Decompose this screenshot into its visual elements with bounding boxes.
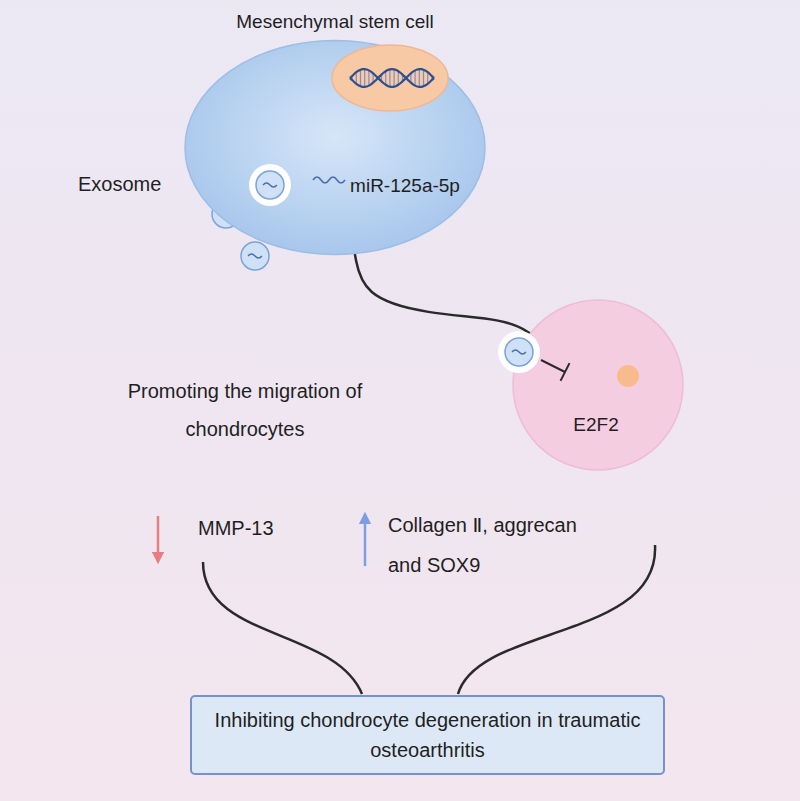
cell-membrane [513, 300, 683, 470]
exosome-membrane [505, 338, 533, 366]
process-note: Promoting the migration of chondrocytes [110, 372, 380, 448]
increase-arrow [364, 518, 367, 566]
exosome [249, 164, 291, 206]
exosome-ring [249, 164, 291, 206]
dna-rung [364, 69, 365, 87]
nucleus [332, 45, 448, 111]
dna-rung [368, 70, 369, 85]
merge-curve [458, 545, 655, 694]
cell-membrane [185, 41, 485, 255]
outcome-text: Inhibiting chondrocyte degeneration in t… [192, 699, 663, 771]
dna-rung [415, 70, 416, 85]
outcome-box: Inhibiting chondrocyte degeneration in t… [190, 695, 665, 775]
stem-cell: Mesenchymal stem cellmiR-125a-5p [185, 40, 485, 255]
exosome-cargo [263, 183, 277, 187]
exosome-cargo [512, 350, 526, 354]
dna-rung [394, 69, 395, 87]
dna-strand [350, 69, 434, 87]
exosome [498, 331, 540, 373]
dna-strand [350, 69, 434, 87]
dna-helix [350, 69, 434, 87]
stem-cell-outline [185, 40, 485, 255]
dna-rung [389, 69, 390, 87]
mirna-strand [313, 177, 345, 183]
exosome-membrane [241, 242, 269, 270]
chondrocyte: E2F2 [513, 300, 683, 470]
dna-rung [419, 69, 420, 87]
mirna-name: miR-125a-5p [345, 174, 465, 198]
dna-rung [385, 71, 386, 85]
exosome-membrane [256, 171, 284, 199]
merge-curve [203, 562, 362, 694]
exosome-label: Exosome [78, 172, 198, 197]
exosome-cargo [248, 254, 262, 258]
exosome [241, 242, 269, 270]
chondrocyte-outline [513, 300, 683, 470]
gene-name: E2F2 [551, 413, 641, 437]
inhibition-bar [561, 363, 570, 381]
dna-rung [423, 70, 424, 87]
cell-title: Mesenchymal stem cell [165, 10, 505, 34]
dna-rung [398, 71, 399, 85]
decrease-arrow [157, 516, 160, 558]
exosome-ring [498, 331, 540, 373]
dna-rung [360, 70, 361, 87]
inhibition-line [541, 360, 565, 372]
connector [355, 254, 530, 334]
marker-name: Collagen Ⅱ, aggrecan and SOX9 [388, 505, 608, 585]
marker-name: MMP-13 [198, 516, 318, 541]
nucleus [617, 365, 639, 387]
